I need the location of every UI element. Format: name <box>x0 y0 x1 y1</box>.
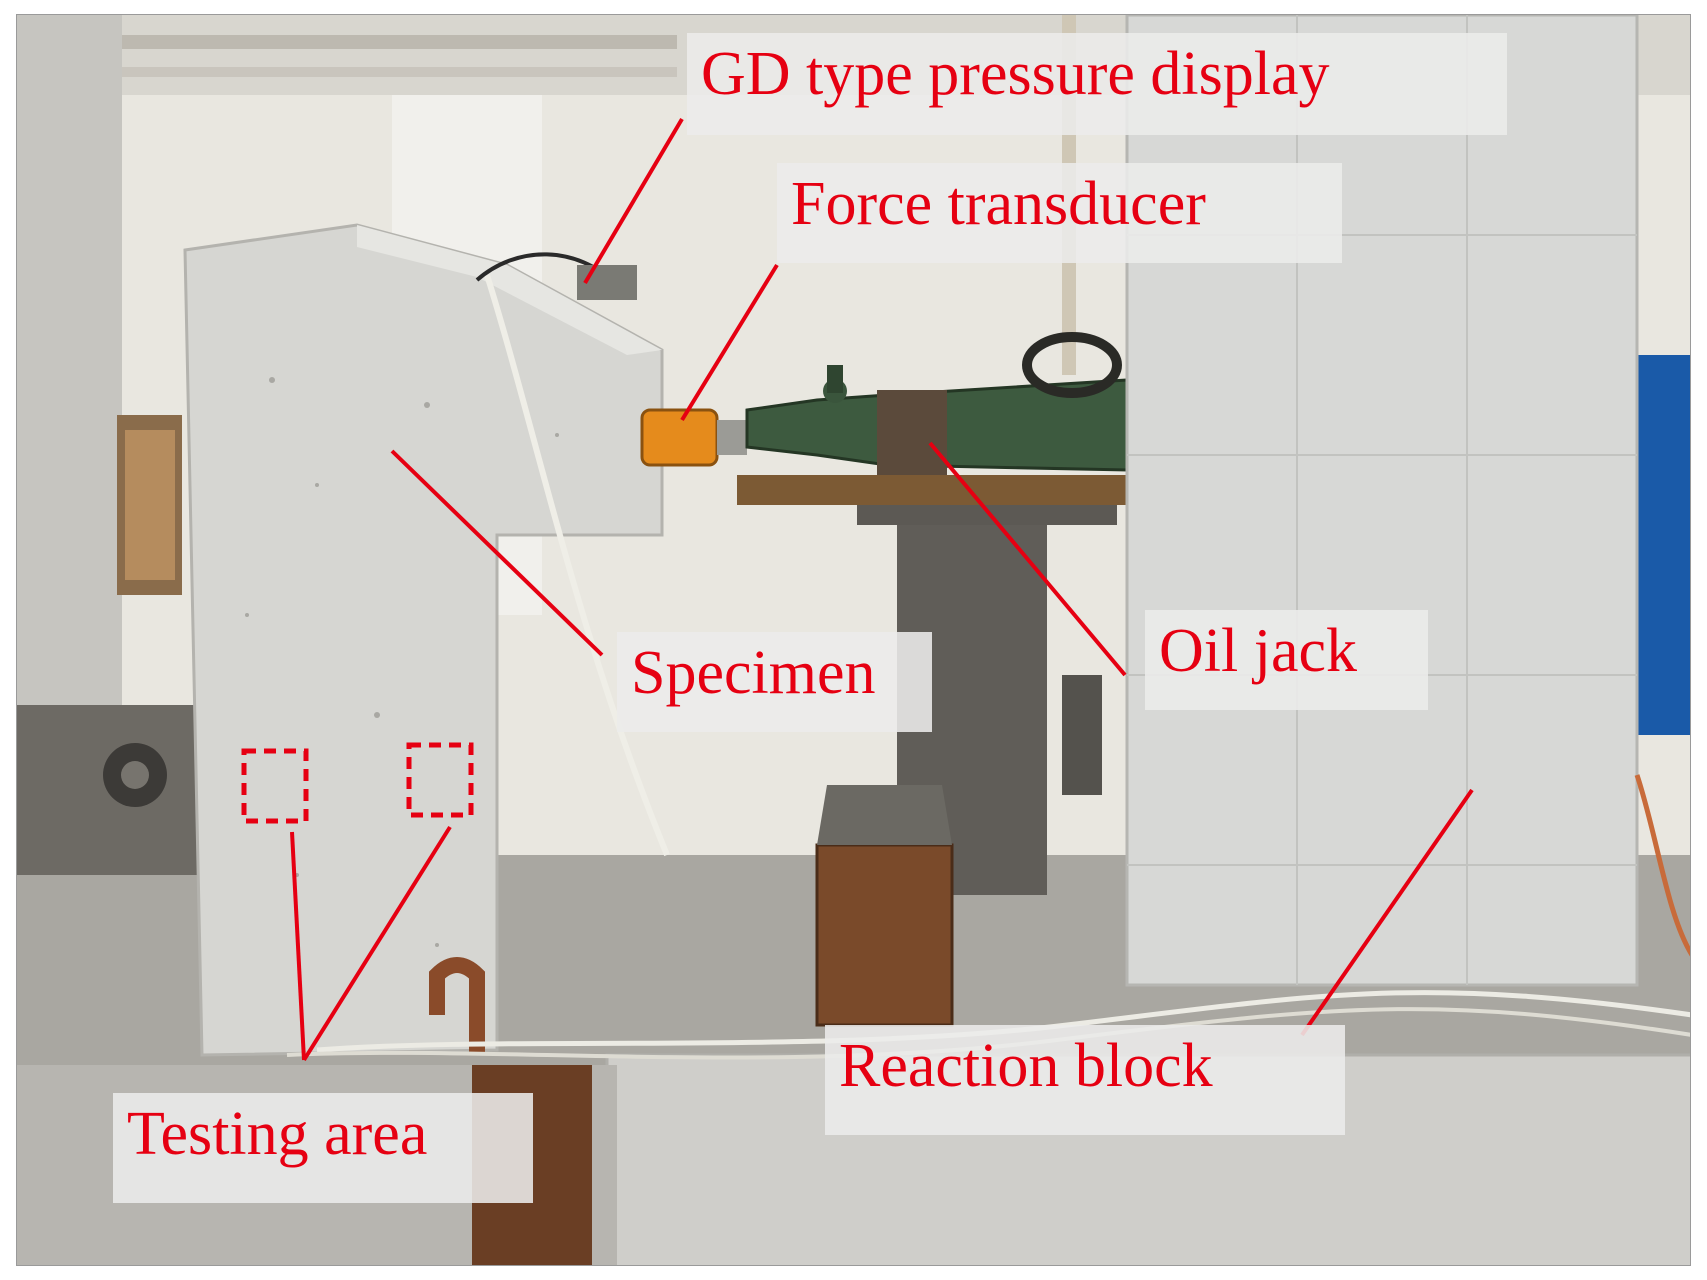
leader-reaction-block <box>1300 788 1474 1037</box>
blue-door <box>1635 355 1690 735</box>
anchor-cylinder <box>815 843 954 1027</box>
jack-collar <box>877 390 947 475</box>
leader-pressure-display <box>583 117 684 285</box>
leader-oil-jack <box>928 441 1127 677</box>
stand-top-plate <box>857 505 1117 525</box>
coiled-wires <box>1634 774 1690 957</box>
leader-testing-area-right <box>302 825 452 1062</box>
label-pressure-display: GD type pressure display <box>687 33 1507 135</box>
bulletin-poster <box>125 430 175 580</box>
threaded-rod <box>1062 675 1102 795</box>
rebar <box>429 957 485 1055</box>
label-reaction-block: Reaction block <box>825 1025 1345 1135</box>
leader-specimen <box>390 449 604 657</box>
concrete-texture <box>245 377 559 947</box>
anchor-nut <box>817 785 952 845</box>
ceiling-pipe <box>117 67 677 77</box>
pulley-hub <box>121 761 149 789</box>
transducer-adapter <box>717 420 747 455</box>
label-specimen: Specimen <box>617 632 932 732</box>
label-testing-area: Testing area <box>113 1093 533 1203</box>
leader-force-transducer <box>680 263 779 422</box>
reaction-block <box>1125 15 1639 987</box>
label-oil-jack: Oil jack <box>1145 610 1428 710</box>
jack-valve-stem <box>827 365 843 393</box>
specimen-top-face <box>357 225 662 355</box>
force-transducer <box>640 408 719 467</box>
testing-area-box-left <box>241 748 309 824</box>
leader-testing-area-left <box>290 831 306 1061</box>
cable <box>484 274 670 857</box>
label-force-transducer: Force transducer <box>777 163 1342 263</box>
photo-frame: GD type pressure display Force transduce… <box>16 14 1691 1266</box>
lifting-hook <box>1022 332 1122 398</box>
testing-area-box-right <box>406 742 474 818</box>
ceiling-pipe <box>117 35 677 49</box>
leader-lines <box>290 117 1474 1062</box>
wood-plank <box>737 475 1137 505</box>
